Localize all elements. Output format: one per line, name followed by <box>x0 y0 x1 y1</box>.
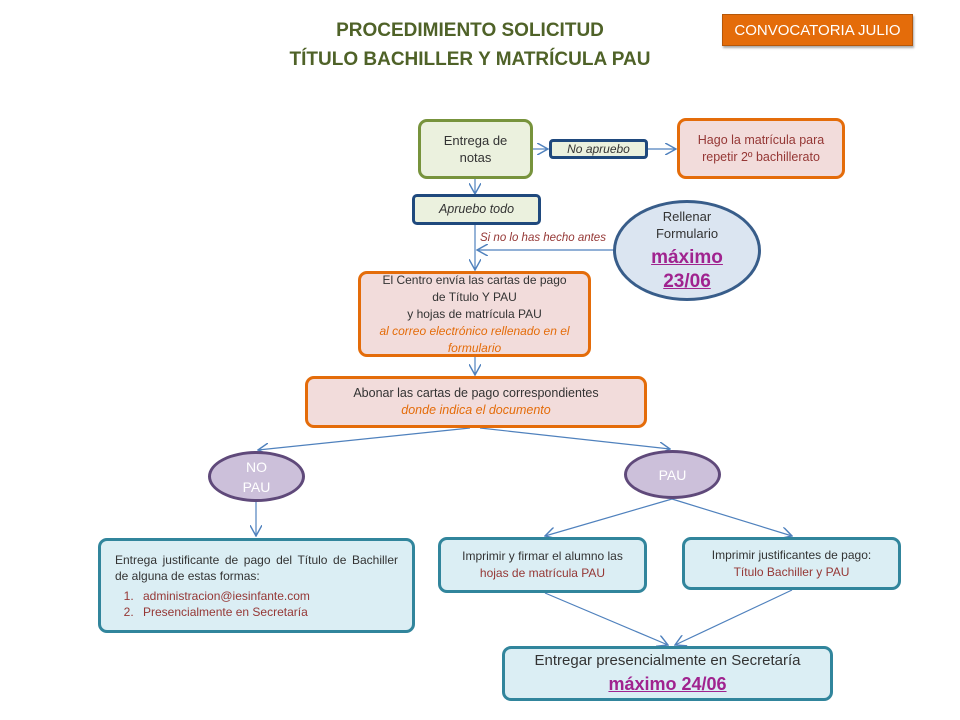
arrow-pau-just <box>671 498 792 536</box>
page-title-line2: TÍTULO BACHILLER Y MATRÍCULA PAU <box>289 49 651 70</box>
pau-ellipse: PAU <box>624 450 721 499</box>
arrow-abonar-pau <box>479 427 670 449</box>
imprimir-firmar-line1: Imprimir y firmar el alumno las <box>462 549 623 563</box>
formulario-ellipse: Rellenar Formulario máximo 23/06 <box>613 200 761 301</box>
hago-matricula-text: Hago la matrícula para repetir 2º bachil… <box>697 132 825 164</box>
entrega-notas-box: Entrega de notas <box>418 119 533 179</box>
imprimir-justificantes-box: Imprimir justificantes de pago: Título B… <box>682 537 901 590</box>
page-title-line1: PROCEDIMIENTO SOLICITUD <box>336 20 604 41</box>
arrow-firmar-entregar <box>544 592 668 645</box>
entregar-deadline: máximo 24/06 <box>608 673 727 694</box>
convocatoria-badge: CONVOCATORIA JULIO <box>722 14 913 46</box>
arrow-abonar-nopau <box>258 427 471 450</box>
justificante-list: administracion@iesinfante.com Presencial… <box>115 588 398 620</box>
justificante-text: Entrega justificante de pago del Título … <box>115 552 398 583</box>
entregar-line1: Entregar presencialmente en Secretaría <box>534 651 801 669</box>
centro-line2: de Título Y PAU <box>432 289 517 304</box>
justificante-item-email[interactable]: administracion@iesinfante.com <box>137 588 398 604</box>
centro-line4: al correo electrónico rellenado en el fo… <box>379 323 570 355</box>
no-apruebo-text: No apruebo <box>567 141 630 156</box>
hago-matricula-box: Hago la matrícula para repetir 2º bachil… <box>677 118 845 179</box>
formulario-label: Rellenar Formulario <box>655 208 719 241</box>
abonar-line2: donde indica el documento <box>401 403 551 417</box>
imprimir-firmar-box: Imprimir y firmar el alumno las hojas de… <box>438 537 647 593</box>
formulario-deadline-1: máximo <box>651 246 723 268</box>
pau-text: PAU <box>658 466 687 483</box>
apruebo-todo-box: Apruebo todo <box>412 194 541 225</box>
si-no-label: Si no lo has hecho antes <box>480 232 606 244</box>
arrow-pau-firmar <box>545 498 673 536</box>
justificante-box: Entrega justificante de pago del Título … <box>98 538 415 633</box>
imprimir-firmar-line2: hojas de matrícula PAU <box>479 566 606 580</box>
imprimir-justificantes-line1: Imprimir justificantes de pago: <box>711 547 872 562</box>
no-pau-text: NO PAU <box>242 458 271 495</box>
apruebo-todo-text: Apruebo todo <box>438 202 515 216</box>
entregar-box: Entregar presencialmente en Secretaría m… <box>502 646 833 701</box>
formulario-deadline-2: 23/06 <box>663 270 711 292</box>
centro-line3: y hojas de matrícula PAU <box>407 306 542 321</box>
arrow-just-entregar <box>675 589 793 645</box>
centro-envia-box: El Centro envía las cartas de pago de Tí… <box>358 271 591 357</box>
abonar-box: Abonar las cartas de pago correspondient… <box>305 376 647 428</box>
justificante-item-secretaria: Presencialmente en Secretaría <box>137 604 398 620</box>
abonar-line1: Abonar las cartas de pago correspondient… <box>353 386 599 400</box>
centro-line1: El Centro envía las cartas de pago <box>382 272 567 287</box>
imprimir-justificantes-line2: Título Bachiller y PAU <box>733 564 850 579</box>
entrega-notas-text: Entrega de notas <box>443 133 508 165</box>
no-apruebo-box: No apruebo <box>549 139 648 159</box>
no-pau-ellipse: NO PAU <box>208 451 305 502</box>
